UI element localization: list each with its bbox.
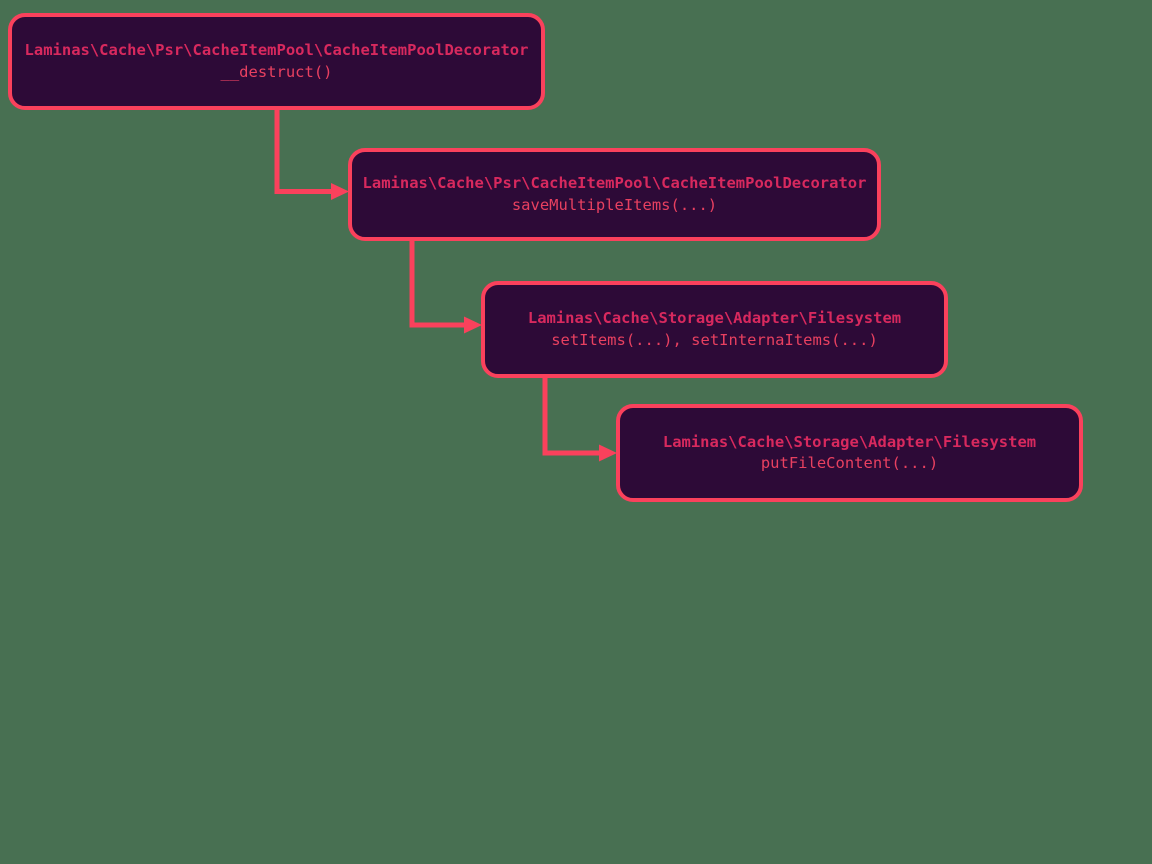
node-class-name: Laminas\Cache\Psr\CacheItemPool\CacheIte… xyxy=(24,41,529,59)
arrowhead-icon xyxy=(331,183,349,200)
edge-destruct-to-save-multiple-items xyxy=(274,108,349,200)
call-node-filesystem-put-file-content: Laminas\Cache\Storage\Adapter\Filesystem… xyxy=(616,404,1083,502)
call-node-decorator-destruct: Laminas\Cache\Psr\CacheItemPool\CacheIte… xyxy=(8,13,545,110)
call-node-decorator-save-multiple-items: Laminas\Cache\Psr\CacheItemPool\CacheIte… xyxy=(348,148,881,241)
arrowhead-icon xyxy=(464,316,482,334)
node-class-name: Laminas\Cache\Storage\Adapter\Filesystem xyxy=(662,432,1037,451)
node-method-name: putFileContent(...) xyxy=(760,454,939,472)
node-method-name: saveMultipleItems(...) xyxy=(511,195,718,214)
node-method-name: __destruct() xyxy=(220,62,333,81)
node-class-name: Laminas\Cache\Psr\CacheItemPool\CacheIte… xyxy=(362,174,867,192)
call-node-filesystem-set-items: Laminas\Cache\Storage\Adapter\Filesystem… xyxy=(481,281,948,378)
node-method-name: setItems(...), setInternaItems(...) xyxy=(551,330,878,349)
node-class-name: Laminas\Cache\Storage\Adapter\Filesystem xyxy=(527,309,902,327)
edge-save-multiple-items-to-set-items xyxy=(409,239,482,334)
edge-set-items-to-put-file-content xyxy=(542,376,617,462)
arrowhead-icon xyxy=(599,444,617,462)
